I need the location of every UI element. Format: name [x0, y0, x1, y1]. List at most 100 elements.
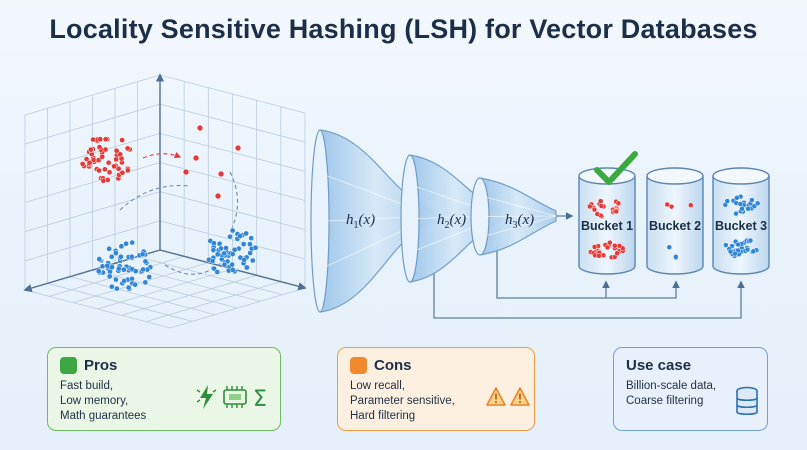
- vector-point: [229, 251, 236, 257]
- bucket-point: [734, 195, 740, 201]
- vector-point: [132, 281, 139, 288]
- vector-point: [142, 258, 149, 265]
- cons-card: Cons Low recall, Parameter sensitive, Ha…: [337, 347, 535, 431]
- vector-point: [209, 258, 216, 264]
- sigma-icon: Σ: [253, 387, 267, 412]
- vector-point: [240, 241, 247, 247]
- vector-point: [125, 284, 132, 291]
- bucket-3: [712, 167, 770, 275]
- vector-point: [211, 265, 217, 272]
- vector-point: [99, 263, 106, 270]
- bucket-point: [737, 201, 744, 207]
- vector-point: [96, 167, 102, 174]
- vector-point: [113, 156, 119, 163]
- vector-point: [139, 251, 146, 258]
- vector-point: [119, 137, 125, 143]
- vector-point: [229, 227, 236, 234]
- vector-point: [121, 278, 127, 284]
- vector-point: [252, 244, 259, 251]
- bucket-point: [664, 201, 670, 208]
- pros-title: Pros: [84, 357, 118, 374]
- vector-point: [247, 250, 253, 256]
- vector-point: [95, 268, 102, 275]
- bucket-point: [673, 254, 679, 260]
- bucket-point: [598, 203, 605, 209]
- cons-marker-icon: [350, 357, 367, 374]
- vector-point: [249, 257, 256, 264]
- vector-point: [90, 136, 96, 143]
- use-case-line: Billion-scale data,: [626, 380, 717, 392]
- hash-function-label-2: h2(x): [437, 212, 466, 231]
- bucket-label-1: Bucket 1: [581, 219, 633, 233]
- use-case-card: Use case Billion-scale data, Coarse filt…: [613, 347, 768, 431]
- vector-point: [113, 276, 119, 283]
- vector-point: [108, 253, 115, 260]
- vector-point: [102, 146, 109, 153]
- vector-point: [227, 233, 233, 240]
- bucket-point: [754, 200, 761, 207]
- blue-arc-arrow-3: [164, 261, 223, 275]
- vector-point: [210, 247, 217, 253]
- bucket-point: [749, 197, 755, 203]
- vector-point: [221, 261, 228, 268]
- blue-cluster-2: [206, 227, 259, 275]
- vector-point: [119, 169, 126, 176]
- vector-point: [97, 136, 104, 143]
- vector-point: [113, 147, 120, 154]
- cluster-arrows: [119, 152, 239, 275]
- pros-card: Pros Fast build, Low memory, Math guaran…: [47, 347, 281, 431]
- cons-title: Cons: [374, 357, 412, 374]
- vector-point: [106, 273, 113, 280]
- bucket-1: [578, 167, 636, 275]
- bucket-point: [733, 210, 739, 217]
- bucket-point: [587, 203, 593, 210]
- blue-arc-arrow-1: [119, 184, 191, 211]
- routing-lines: [433, 212, 745, 319]
- hash-function-label-1: h1(x): [346, 212, 375, 231]
- vector-points: [79, 124, 259, 292]
- warning-icon: [486, 387, 506, 406]
- vector-point: [102, 136, 109, 143]
- vector-point: [214, 192, 222, 200]
- vector-point: [125, 167, 131, 174]
- pros-line: Low memory,: [60, 395, 129, 407]
- blue-cluster-1: [95, 239, 154, 292]
- vector-point: [142, 279, 149, 286]
- vector-point: [214, 269, 221, 275]
- vector-point: [79, 161, 86, 167]
- bucket-point: [615, 200, 622, 207]
- axes: [23, 73, 307, 293]
- blue-arc-arrow-2: [229, 171, 239, 229]
- vector-point: [129, 239, 136, 246]
- bucket-point: [616, 243, 623, 249]
- bucket-point: [745, 205, 751, 212]
- bucket-point: [614, 250, 620, 257]
- bucket-point: [744, 246, 751, 253]
- vector-point: [234, 144, 242, 152]
- vector-point: [113, 250, 119, 256]
- warning-icon: [510, 387, 530, 406]
- hash-funnel-3: [470, 177, 557, 256]
- bucket-point: [732, 250, 738, 257]
- bucket-point: [735, 241, 741, 248]
- bucket-point: [607, 239, 613, 246]
- memory-chip-icon: [223, 386, 247, 408]
- bucket-point: [668, 203, 675, 210]
- bucket-label-3: Bucket 3: [715, 219, 767, 233]
- vector-point: [248, 235, 255, 241]
- bucket-point: [597, 198, 604, 204]
- vector-point: [218, 245, 224, 252]
- vector-point: [95, 157, 102, 164]
- vector-point: [192, 154, 200, 162]
- check-icon: [594, 151, 638, 185]
- buckets: [578, 167, 770, 275]
- vector-point: [118, 155, 125, 162]
- 3d-grid: [24, 74, 306, 329]
- vector-point: [146, 274, 153, 280]
- lightning-icon: [196, 385, 217, 409]
- vector-point: [230, 267, 236, 273]
- bucket-point: [594, 211, 601, 217]
- vector-point: [182, 168, 190, 176]
- vector-point: [106, 245, 113, 252]
